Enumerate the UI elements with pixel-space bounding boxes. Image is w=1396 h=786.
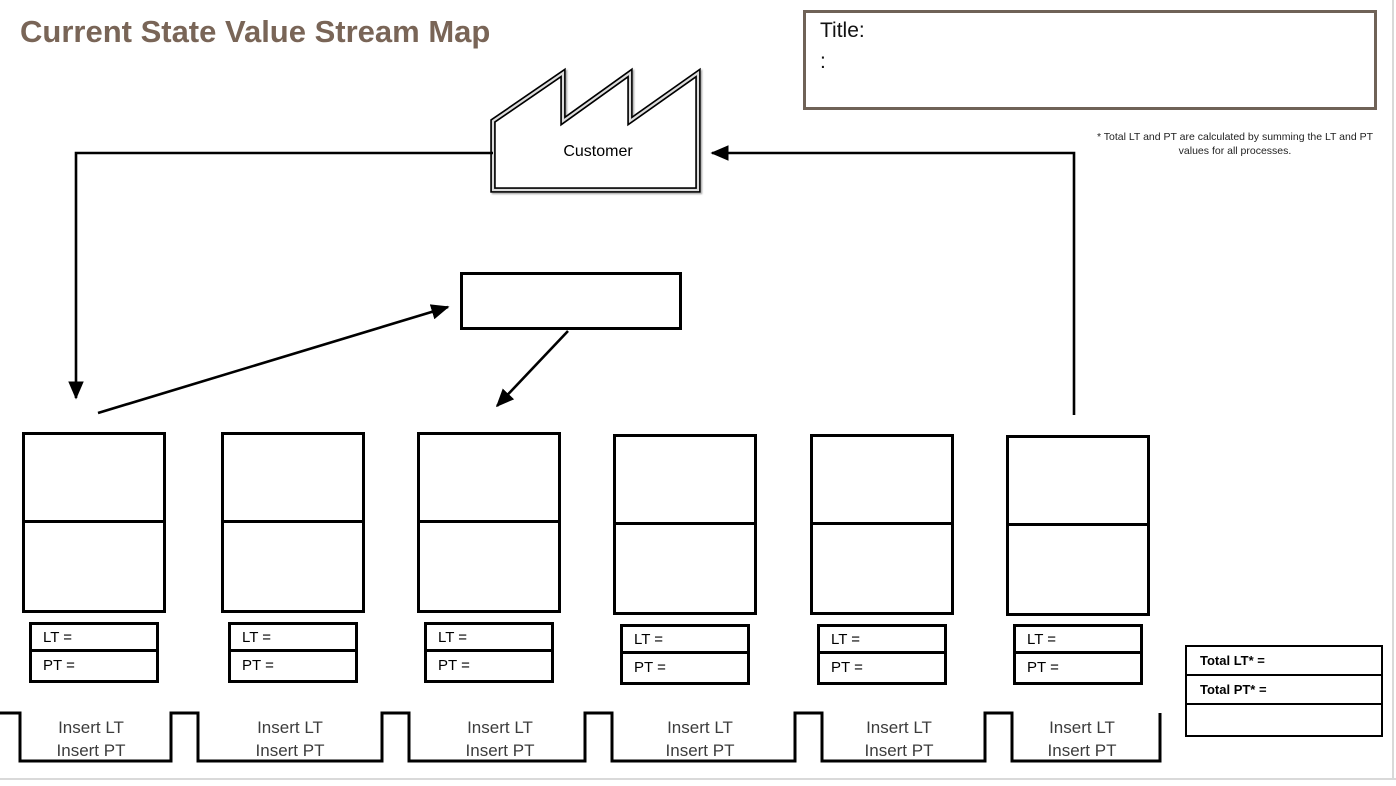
ltpt-box: LT = PT = xyxy=(1013,624,1143,685)
ltpt-box: LT = PT = xyxy=(228,622,358,683)
insert-pt-text: Insert PT xyxy=(465,741,535,760)
insert-lt-text: Insert LT xyxy=(866,718,932,737)
ltpt-box: LT = PT = xyxy=(817,624,947,685)
pt-field[interactable]: PT = xyxy=(623,654,747,680)
lt-label: LT = xyxy=(1027,630,1057,648)
lt-label: LT = xyxy=(438,628,468,646)
ltpt-box: LT = PT = xyxy=(29,622,159,683)
lt-label: LT = xyxy=(831,630,861,648)
insert-lt-text: Insert LT xyxy=(58,718,124,737)
pt-label: PT = xyxy=(438,656,470,674)
pt-label: PT = xyxy=(634,658,666,676)
pt-field[interactable]: PT = xyxy=(820,654,944,680)
timeline-label[interactable]: Insert LT Insert PT xyxy=(1007,716,1157,762)
insert-pt-text: Insert PT xyxy=(1047,741,1117,760)
timeline-label[interactable]: Insert LT Insert PT xyxy=(625,716,775,762)
lt-label: LT = xyxy=(634,630,664,648)
process-box xyxy=(221,432,365,613)
insert-lt-text: Insert LT xyxy=(667,718,733,737)
insert-pt-text: Insert PT xyxy=(864,741,934,760)
page-title: Current State Value Stream Map xyxy=(20,14,491,49)
arrow-right-to-customer xyxy=(710,145,1076,415)
process-box-top[interactable] xyxy=(25,435,163,523)
pt-label: PT = xyxy=(1027,658,1059,676)
process-box-top[interactable] xyxy=(616,437,754,525)
slide-right-edge xyxy=(1392,0,1394,780)
process-box-top[interactable] xyxy=(1009,438,1147,526)
footnote-line-1: * Total LT and PT are calculated by summ… xyxy=(1096,131,1374,143)
title-colon: : xyxy=(820,50,826,73)
pt-label: PT = xyxy=(43,656,75,674)
pt-label: PT = xyxy=(831,658,863,676)
total-lt-field[interactable]: Total LT* = xyxy=(1187,647,1381,676)
insert-pt-text: Insert PT xyxy=(255,741,325,760)
process-box xyxy=(417,432,561,613)
ltpt-box: LT = PT = xyxy=(424,622,554,683)
slide-bottom-edge xyxy=(0,778,1396,780)
process-box-bottom[interactable] xyxy=(25,523,163,610)
total-lt-label: Total LT* = xyxy=(1200,653,1265,668)
insert-lt-text: Insert LT xyxy=(467,718,533,737)
title-label: Title: xyxy=(820,19,865,42)
timeline-label[interactable]: Insert LT Insert PT xyxy=(16,716,166,762)
process-box-top[interactable] xyxy=(813,437,951,525)
total-pt-label: Total PT* = xyxy=(1200,682,1267,697)
process-box-bottom[interactable] xyxy=(813,525,951,612)
footnote-line-2: values for all processes. xyxy=(1178,145,1292,158)
process-box xyxy=(810,434,954,615)
customer-label: Customer xyxy=(563,143,633,160)
total-pt-field[interactable]: Total PT* = xyxy=(1187,676,1381,705)
lt-field[interactable]: LT = xyxy=(820,627,944,654)
lt-label: LT = xyxy=(43,628,73,646)
totals-box: Total LT* = Total PT* = xyxy=(1185,645,1383,737)
title-entry-box[interactable]: Title: : xyxy=(803,10,1377,110)
process-box xyxy=(613,434,757,615)
process-box xyxy=(22,432,166,613)
process-box xyxy=(1006,435,1150,616)
pt-field[interactable]: PT = xyxy=(427,652,551,678)
totals-empty-row[interactable] xyxy=(1187,705,1381,732)
pt-field[interactable]: PT = xyxy=(231,652,355,678)
lt-field[interactable]: LT = xyxy=(32,625,156,652)
lt-field[interactable]: LT = xyxy=(1016,627,1140,654)
insert-pt-text: Insert PT xyxy=(56,741,126,760)
process-box-top[interactable] xyxy=(224,435,362,523)
timeline-label[interactable]: Insert LT Insert PT xyxy=(425,716,575,762)
timeline-castle-line xyxy=(0,711,1162,763)
customer-factory-shape[interactable] xyxy=(490,67,701,193)
timeline-label[interactable]: Insert LT Insert PT xyxy=(215,716,365,762)
process-box-bottom[interactable] xyxy=(224,523,362,610)
arrow-customer-to-process1 xyxy=(68,151,493,400)
pt-label: PT = xyxy=(242,656,274,674)
arrow-to-info-box xyxy=(97,304,450,415)
pt-field[interactable]: PT = xyxy=(32,652,156,678)
process-box-bottom[interactable] xyxy=(1009,526,1147,613)
info-box[interactable] xyxy=(460,272,682,330)
process-box-top[interactable] xyxy=(420,435,558,523)
ltpt-box: LT = PT = xyxy=(620,624,750,685)
timeline-label[interactable]: Insert LT Insert PT xyxy=(824,716,974,762)
lt-label: LT = xyxy=(242,628,272,646)
lt-field[interactable]: LT = xyxy=(231,625,355,652)
insert-pt-text: Insert PT xyxy=(665,741,735,760)
pt-field[interactable]: PT = xyxy=(1016,654,1140,680)
arrow-info-box-to-process3 xyxy=(495,330,569,408)
lt-field[interactable]: LT = xyxy=(427,625,551,652)
process-box-bottom[interactable] xyxy=(616,525,754,612)
process-box-bottom[interactable] xyxy=(420,523,558,610)
totals-footnote: * Total LT and PT are calculated by summ… xyxy=(1092,130,1378,158)
lt-field[interactable]: LT = xyxy=(623,627,747,654)
insert-lt-text: Insert LT xyxy=(257,718,323,737)
insert-lt-text: Insert LT xyxy=(1049,718,1115,737)
